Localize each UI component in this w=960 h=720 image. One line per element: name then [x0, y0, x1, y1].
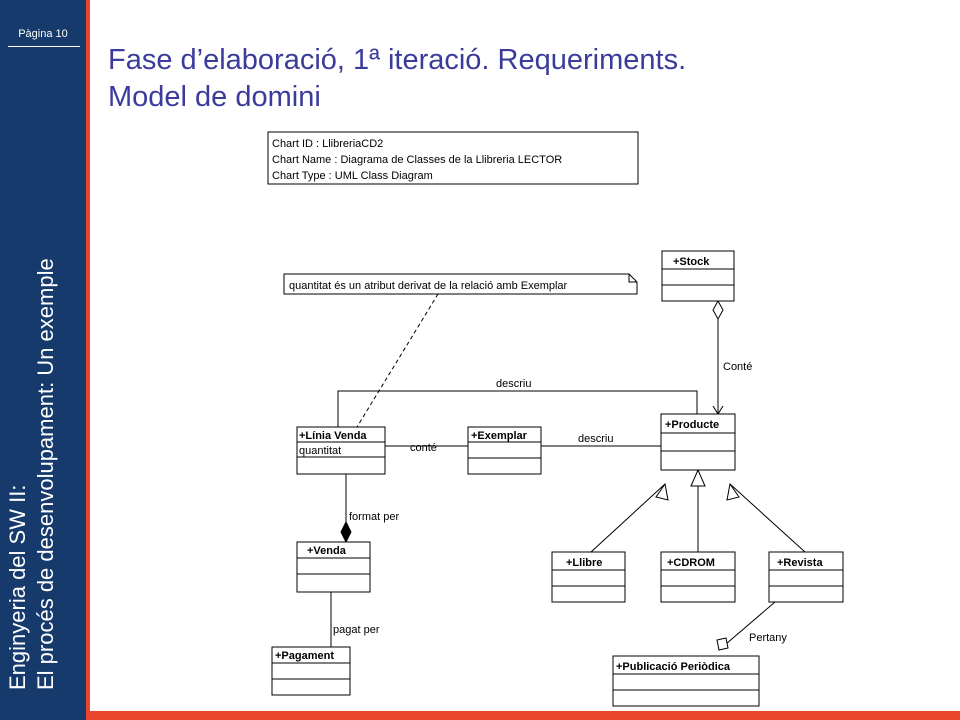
- chart-info-id: Chart ID : LlibreriaCD2: [272, 138, 383, 150]
- sidebar-accent-line: [86, 0, 90, 720]
- class-cdrom-name: +CDROM: [667, 557, 715, 569]
- label-conte: conté: [410, 442, 437, 454]
- class-llibre-name: +Llibre: [566, 557, 602, 569]
- pertany-aggregation-diamond: [716, 637, 729, 651]
- class-llibre: +Llibre: [551, 551, 626, 603]
- class-venda-name: +Venda: [307, 545, 347, 557]
- chart-info-type: Chart Type : UML Class Diagram: [272, 170, 433, 182]
- note-text: quantitat és un atribut derivat de la re…: [289, 280, 568, 292]
- class-producte-name: +Producte: [665, 419, 719, 431]
- descriu-top-line: [337, 390, 698, 427]
- class-pagament: +Pagament: [271, 646, 351, 696]
- label-pertany: Pertany: [749, 632, 787, 644]
- revista-inheritance-triangle: [726, 482, 740, 501]
- class-venda: +Venda: [296, 541, 371, 593]
- pertany-line: [718, 601, 776, 651]
- format-per-composition-diamond: [340, 520, 352, 544]
- class-producte: +Producte: [660, 413, 736, 471]
- label-pagat-per: pagat per: [333, 624, 380, 636]
- class-revista-name: +Revista: [777, 557, 823, 569]
- class-publicacio-periodica: +Publicació Periòdica: [612, 655, 760, 707]
- page-number: Pàgina 10: [18, 28, 68, 40]
- class-revista: +Revista: [768, 551, 844, 603]
- class-linia-venda-name: +Línia Venda: [299, 430, 367, 442]
- label-descriu-top: descriu: [496, 378, 531, 390]
- label-conte-stock: Conté: [723, 361, 752, 373]
- page-number-rule: [8, 46, 80, 47]
- class-exemplar-name: +Exemplar: [471, 430, 528, 442]
- stock-aggregation-diamond: [712, 299, 724, 321]
- cdrom-inheritance-triangle: [690, 468, 706, 487]
- class-publicacio-name: +Publicació Periòdica: [616, 661, 731, 673]
- llibre-generalization: [590, 483, 666, 553]
- sidebar-panel: [0, 0, 86, 720]
- revista-generalization: [729, 483, 806, 553]
- slide-title-line1: Fase d’elaboració, 1ª iteració. Requerim…: [108, 44, 687, 76]
- label-format-per: format per: [349, 511, 399, 523]
- association-lines: [330, 318, 806, 651]
- note-anchor-line: [356, 293, 439, 428]
- class-pagament-name: +Pagament: [275, 650, 334, 662]
- class-cdrom: +CDROM: [660, 551, 736, 603]
- slide-title-line2: Model de domini: [108, 81, 321, 113]
- chart-info-name: Chart Name : Diagrama de Classes de la L…: [272, 154, 562, 166]
- chart-info-box: Chart ID : LlibreriaCD2 Chart Name : Dia…: [267, 131, 639, 185]
- label-descriu-mid: descriu: [578, 433, 613, 445]
- slide-title: Fase d’elaboració, 1ª iteració. Requerim…: [108, 42, 928, 116]
- class-exemplar: +Exemplar: [467, 426, 542, 475]
- class-linia-venda-attr: quantitat: [299, 445, 341, 457]
- note-box: quantitat és un atribut derivat de la re…: [283, 273, 638, 295]
- bottom-accent-bar: [86, 711, 960, 720]
- class-stock-name: +Stock: [673, 256, 710, 268]
- class-stock: +Stock: [661, 250, 735, 302]
- class-linia-venda: +Línia Venda quantitat: [296, 426, 386, 475]
- llibre-inheritance-triangle: [655, 482, 669, 501]
